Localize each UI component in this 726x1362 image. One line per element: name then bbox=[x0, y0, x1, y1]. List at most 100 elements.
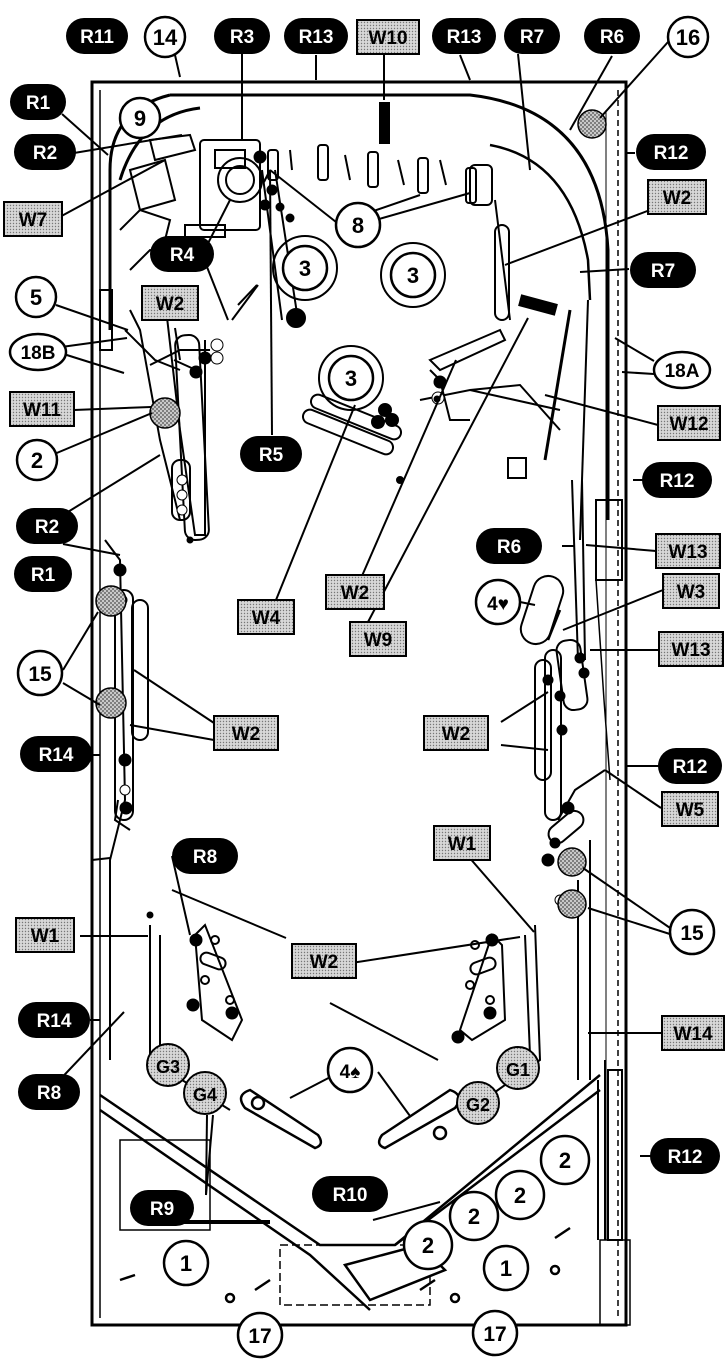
svg-text:3: 3 bbox=[407, 263, 419, 288]
svg-text:3: 3 bbox=[345, 366, 357, 391]
svg-text:R6: R6 bbox=[600, 27, 624, 48]
svg-text:4♠: 4♠ bbox=[340, 1062, 361, 1083]
svg-text:8: 8 bbox=[352, 213, 364, 238]
svg-text:17: 17 bbox=[248, 1325, 271, 1348]
label-r1-top: R1 bbox=[10, 84, 66, 120]
svg-text:1: 1 bbox=[500, 1256, 512, 1281]
svg-text:W14: W14 bbox=[673, 1024, 713, 1045]
label-2-r4: 2 bbox=[402, 1219, 454, 1271]
svg-text:R5: R5 bbox=[259, 445, 284, 466]
svg-text:R13: R13 bbox=[299, 27, 334, 48]
label-2-r2: 2 bbox=[494, 1169, 546, 1221]
label-r6-top: R6 bbox=[584, 18, 640, 54]
label-w2-lower: W2 bbox=[291, 943, 357, 979]
label-w13-upper: W13 bbox=[655, 533, 721, 569]
label-15-right: 15 bbox=[668, 908, 716, 956]
label-w5: W5 bbox=[661, 791, 719, 827]
label-w1-right: W1 bbox=[433, 825, 491, 861]
black-labels: R11 R3 R13 R13 R7 R6 R1 R2 R12 R4 R7 R5 … bbox=[10, 18, 722, 1226]
left-mid-lane bbox=[104, 539, 149, 1060]
svg-text:G2: G2 bbox=[466, 1095, 490, 1115]
svg-text:9: 9 bbox=[134, 106, 146, 131]
svg-text:R14: R14 bbox=[37, 1011, 72, 1032]
svg-text:W13: W13 bbox=[671, 640, 710, 661]
svg-text:3: 3 bbox=[299, 256, 311, 281]
label-2-left: 2 bbox=[15, 438, 59, 482]
svg-text:W11: W11 bbox=[23, 400, 61, 421]
svg-text:W2: W2 bbox=[341, 583, 370, 604]
svg-text:R1: R1 bbox=[31, 565, 56, 586]
label-r10: R10 bbox=[312, 1176, 388, 1212]
label-w10: W10 bbox=[356, 19, 420, 55]
svg-text:R7: R7 bbox=[520, 27, 544, 48]
center-left-lane bbox=[261, 169, 306, 328]
label-16: 16 bbox=[666, 15, 710, 59]
label-r5: R5 bbox=[240, 436, 302, 472]
svg-text:G1: G1 bbox=[506, 1060, 530, 1080]
top-lanes bbox=[267, 102, 477, 204]
svg-text:2: 2 bbox=[422, 1233, 434, 1258]
label-w14: W14 bbox=[661, 1015, 725, 1051]
label-r13-right: R13 bbox=[432, 18, 496, 54]
label-g4: G4 bbox=[183, 1071, 227, 1115]
svg-text:W13: W13 bbox=[668, 542, 707, 563]
svg-text:W10: W10 bbox=[368, 28, 407, 49]
svg-text:G4: G4 bbox=[193, 1085, 217, 1105]
shaded-bumpers bbox=[95, 109, 607, 919]
svg-text:W4: W4 bbox=[252, 608, 281, 629]
svg-text:W3: W3 bbox=[677, 582, 706, 603]
svg-text:R3: R3 bbox=[230, 27, 254, 48]
svg-text:15: 15 bbox=[28, 663, 52, 686]
label-r11: R11 bbox=[66, 18, 128, 54]
svg-text:W9: W9 bbox=[364, 630, 393, 651]
label-9: 9 bbox=[118, 96, 162, 140]
svg-text:R8: R8 bbox=[193, 847, 217, 868]
label-w2-center: W2 bbox=[325, 574, 385, 610]
label-w2-right-mid: W2 bbox=[423, 715, 489, 751]
label-4-heart: 4♥ bbox=[474, 578, 522, 626]
svg-text:15: 15 bbox=[680, 922, 704, 945]
label-w2-upper-left: W2 bbox=[141, 285, 199, 321]
g-labels: G1 G2 G3 G4 bbox=[146, 1043, 540, 1125]
label-g3: G3 bbox=[146, 1043, 190, 1087]
label-r4: R4 bbox=[150, 236, 214, 272]
svg-text:R8: R8 bbox=[37, 1083, 61, 1104]
label-18a: 18A bbox=[652, 350, 712, 390]
label-17-left: 17 bbox=[236, 1311, 284, 1359]
label-r7-mid: R7 bbox=[630, 252, 696, 288]
svg-text:R13: R13 bbox=[447, 27, 482, 48]
label-r12-1: R12 bbox=[636, 134, 706, 170]
right-upper-lane bbox=[519, 479, 623, 781]
svg-text:R6: R6 bbox=[497, 537, 521, 558]
svg-text:2: 2 bbox=[514, 1183, 526, 1208]
svg-text:R2: R2 bbox=[33, 143, 57, 164]
flippers bbox=[239, 1088, 461, 1150]
svg-text:R4: R4 bbox=[170, 245, 195, 266]
label-r3: R3 bbox=[214, 18, 270, 54]
label-r14-upper: R14 bbox=[20, 736, 92, 772]
label-w13-lower: W13 bbox=[658, 631, 724, 667]
label-w11: W11 bbox=[9, 391, 75, 427]
svg-text:R11: R11 bbox=[80, 27, 114, 48]
label-w3: W3 bbox=[662, 573, 720, 609]
svg-text:W2: W2 bbox=[156, 294, 185, 315]
svg-text:W2: W2 bbox=[663, 188, 692, 209]
svg-text:W1: W1 bbox=[31, 926, 60, 947]
label-14: 14 bbox=[143, 15, 187, 59]
label-w1-left: W1 bbox=[15, 917, 75, 953]
svg-text:W2: W2 bbox=[442, 724, 471, 745]
pop-bumper-rings bbox=[272, 235, 446, 411]
label-w2-top-right: W2 bbox=[647, 179, 707, 215]
svg-text:W5: W5 bbox=[676, 800, 705, 821]
svg-text:R10: R10 bbox=[333, 1185, 368, 1206]
svg-text:14: 14 bbox=[153, 25, 178, 50]
label-r8-lower: R8 bbox=[18, 1074, 80, 1110]
center-target-bank bbox=[301, 393, 404, 484]
label-3-right: 3 bbox=[389, 251, 437, 299]
label-g2: G2 bbox=[456, 1081, 500, 1125]
label-r9: R9 bbox=[130, 1190, 194, 1226]
svg-text:2: 2 bbox=[468, 1204, 480, 1229]
label-w9: W9 bbox=[349, 621, 407, 657]
svg-text:W1: W1 bbox=[448, 834, 477, 855]
